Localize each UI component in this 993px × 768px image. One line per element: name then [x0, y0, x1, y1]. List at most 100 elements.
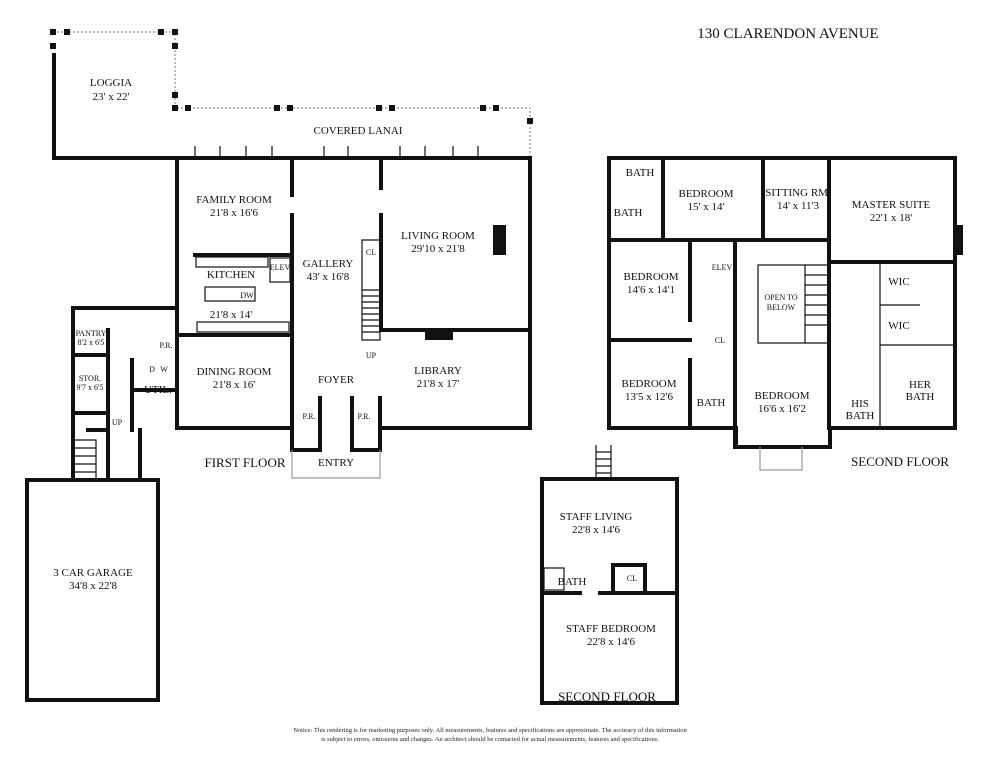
- room-name: SITTING RM.: [765, 187, 831, 199]
- second-floor-plan: [607, 156, 963, 471]
- library-fireplace: [425, 330, 453, 340]
- room-name: BATH: [614, 207, 643, 219]
- room-name: BEDROOM: [623, 271, 678, 283]
- kitchen-island: [204, 286, 256, 302]
- room-dims: 22'8 x 14'6: [587, 636, 635, 648]
- room-name: D: [149, 365, 155, 374]
- notice-line-2: is subject to errors, omissions and chan…: [321, 736, 659, 743]
- room-name: BATH: [906, 391, 935, 403]
- staff-walls: [540, 477, 679, 705]
- floor-label: FIRST FLOOR: [204, 455, 285, 470]
- room-name: CL: [715, 336, 725, 345]
- room-name: W: [160, 365, 168, 374]
- room-dims: 22'1 x 18': [870, 212, 912, 224]
- kitchen-counter-lower: [196, 321, 290, 333]
- room-dims: 8'2 x 6'5: [78, 338, 105, 347]
- room-name: CL: [627, 574, 637, 583]
- room-dims: 43' x 16'8: [307, 271, 350, 283]
- room-dims: 15' x 14': [688, 201, 725, 213]
- room-dims: 21'8 x 16'6: [210, 207, 258, 219]
- room-dims: 14'6 x 14'1: [627, 284, 675, 296]
- first-floor-plan: [25, 29, 533, 702]
- room-dims: 21'8 x 14': [210, 309, 252, 321]
- living-fireplace: [493, 225, 506, 255]
- room-name: LIVING ROOM: [401, 230, 475, 242]
- room-name: BEDROOM: [621, 378, 676, 390]
- room-name: KITCHEN: [207, 269, 255, 281]
- room-name: FOYER: [318, 374, 355, 386]
- room-name: COVERED LANAI: [314, 125, 403, 137]
- elevator: [269, 257, 291, 283]
- room-name: UTIL.: [144, 384, 172, 396]
- room-name: DW: [240, 291, 254, 300]
- floor-label: SECOND FLOOR: [851, 454, 949, 469]
- entry-portico: [291, 450, 381, 479]
- service-wing-walls: [71, 306, 179, 482]
- service-stair: [75, 439, 97, 480]
- room-name: P.R.: [358, 412, 371, 421]
- room-name: STAFF LIVING: [560, 511, 633, 523]
- garage-walls: [25, 478, 160, 702]
- room-name: MASTER SUITE: [852, 199, 931, 211]
- columns: [50, 29, 533, 124]
- room-dims: 21'8 x 17': [417, 378, 459, 390]
- room-name: BATH: [846, 410, 875, 422]
- room-name: BATH: [558, 576, 587, 588]
- staff-floor-plan: [540, 445, 679, 705]
- room-name: ELEV: [270, 263, 291, 272]
- property-title: 130 CLARENDON AVENUE: [697, 26, 878, 42]
- bay-window: [759, 447, 803, 471]
- lanai-doors: [194, 146, 479, 160]
- room-name: UP: [112, 418, 123, 427]
- room-name: PANTRY: [76, 329, 107, 338]
- room-name: BATH: [697, 397, 726, 409]
- room-name: ENTRY: [318, 457, 354, 469]
- room-name: WIC: [888, 320, 909, 332]
- room-name: BATH: [626, 167, 655, 179]
- room-name: GALLERY: [303, 258, 354, 270]
- staff-floor-labels: STAFF LIVING 22'8 x 14'6 BATH CL STAFF B…: [558, 511, 657, 704]
- kitchen-counter: [195, 256, 269, 268]
- room-name: LIBRARY: [414, 365, 462, 377]
- room-name: HIS: [851, 398, 869, 410]
- main-exterior-wall: [175, 158, 532, 430]
- room-name: HER: [909, 379, 932, 391]
- room-name: 3 CAR GARAGE: [53, 567, 133, 579]
- disclaimer-notice: Notice: This rendering is for marketing …: [250, 726, 730, 744]
- floor-label: SECOND FLOOR: [558, 689, 656, 704]
- room-dims: 13'5 x 12'6: [625, 391, 673, 403]
- second-floor-stair: [805, 264, 830, 344]
- room-name: OPEN TO: [764, 293, 797, 302]
- gallery-stair: [361, 239, 381, 341]
- room-name: STAFF BEDROOM: [566, 623, 656, 635]
- room-dims: 14' x 11'3: [777, 200, 820, 212]
- room-name: BEDROOM: [678, 188, 733, 200]
- notice-line-1: Notice: This rendering is for marketing …: [293, 727, 687, 734]
- room-name: CL: [366, 248, 376, 257]
- room-dims: 34'8 x 22'8: [69, 580, 117, 592]
- loggia-wall: [52, 53, 532, 160]
- room-name: BELOW: [767, 303, 796, 312]
- first-floor-labels: LOGGIA 23' x 22' COVERED LANAI FAMILY RO…: [53, 77, 475, 592]
- room-name: UP: [366, 351, 377, 360]
- room-dims: 22'8 x 14'6: [572, 524, 620, 536]
- master-fireplace: [955, 225, 963, 255]
- room-name: DINING ROOM: [197, 366, 272, 378]
- second-floor-labels: BATH BATH BEDROOM 15' x 14' SITTING RM. …: [614, 167, 950, 469]
- open-to-below: [757, 264, 806, 344]
- room-name: P.R.: [303, 412, 316, 421]
- room-dims: 23' x 22': [93, 91, 130, 103]
- room-name: ELEV: [712, 263, 733, 272]
- powder-rooms: [290, 396, 382, 452]
- room-name: BEDROOM: [754, 390, 809, 402]
- room-name: P.R.: [160, 341, 173, 350]
- room-name: FAMILY ROOM: [196, 194, 272, 206]
- room-dims: 9'7 x 6'5: [77, 383, 104, 392]
- room-dims: 21'8 x 16': [213, 379, 255, 391]
- room-name: WIC: [888, 276, 909, 288]
- room-dims: 16'6 x 16'2: [758, 403, 806, 415]
- interior-walls: [178, 158, 532, 430]
- room-name: LOGGIA: [90, 77, 132, 89]
- room-name: STOR.: [79, 374, 101, 383]
